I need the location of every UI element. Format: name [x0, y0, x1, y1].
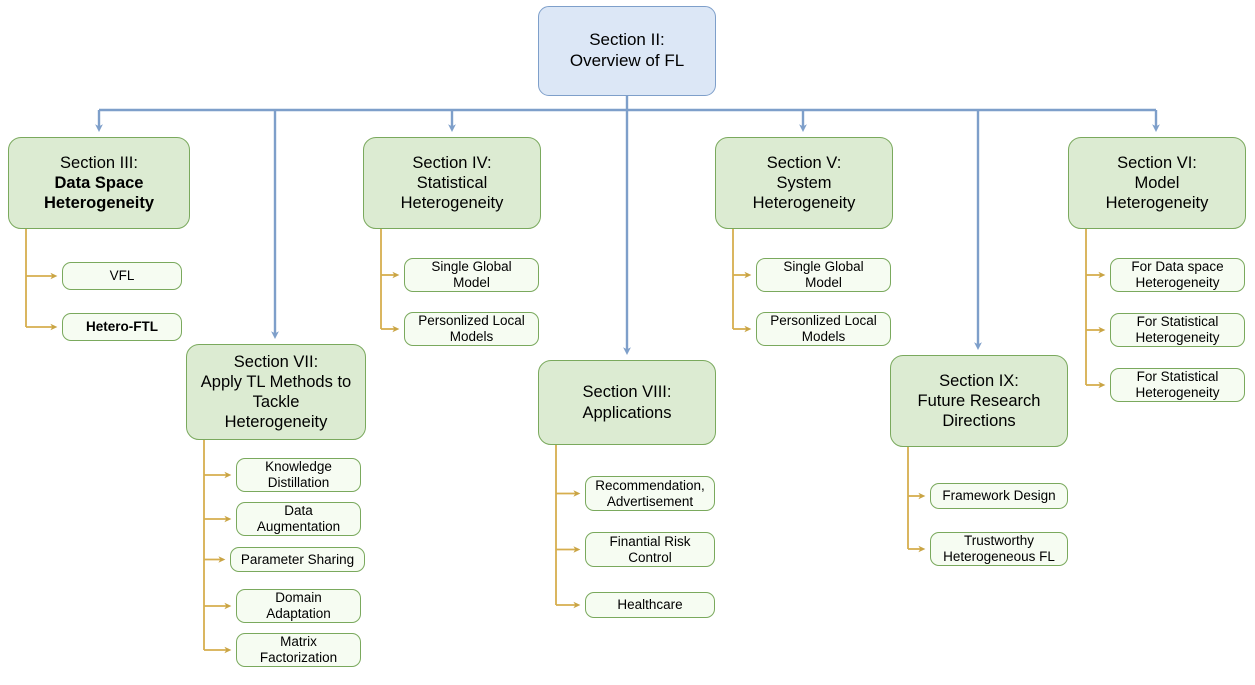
section-node-label: Section VIII: Applications [582, 383, 672, 422]
root-node-overview-of-fl[interactable]: Section II: Overview of FL [538, 6, 716, 96]
section-node-label: Section IX: Future Research Directions [917, 371, 1041, 431]
leaf-section-vii-4[interactable]: Domain Adaptation [236, 589, 361, 623]
root-node-label: Section II: Overview of FL [569, 30, 685, 70]
leaf-section-vi-1[interactable]: For Data space Heterogeneity [1110, 258, 1245, 292]
node-section-vi[interactable]: Section VI: Model Heterogeneity [1068, 137, 1246, 229]
leaf-node-label: Healthcare [617, 597, 683, 613]
leaf-node-label: Domain Adaptation [266, 590, 331, 621]
leaf-node-label: Trustworthy Heterogeneous FL [943, 533, 1055, 564]
section-node-label: Section IV: Statistical Heterogeneity [400, 153, 504, 213]
leaf-section-v-2[interactable]: Personlized Local Models [756, 312, 891, 346]
leaf-section-iii-2[interactable]: Hetero-FTL [62, 313, 182, 341]
leaf-node-label: For Statistical Heterogeneity [1135, 369, 1220, 400]
node-section-v[interactable]: Section V: System Heterogeneity [715, 137, 893, 229]
leaf-node-label: VFL [109, 268, 135, 284]
leaf-section-viii-2[interactable]: Finantial Risk Control [585, 532, 715, 567]
leaf-node-label: Recommendation, Advertisement [595, 477, 705, 509]
leaf-section-ix-1[interactable]: Framework Design [930, 483, 1068, 509]
leaf-section-vii-3[interactable]: Parameter Sharing [230, 547, 365, 572]
leaf-section-iv-2[interactable]: Personlized Local Models [404, 312, 539, 346]
leaf-section-vi-2[interactable]: For Statistical Heterogeneity [1110, 313, 1245, 347]
node-section-viii[interactable]: Section VIII: Applications [538, 360, 716, 445]
section-node-label: Section III: Data Space Heterogeneity [43, 153, 155, 213]
leaf-node-label: Parameter Sharing [240, 551, 355, 567]
leaf-node-label: Personlized Local Models [770, 313, 877, 344]
leaf-node-label: Hetero-FTL [86, 319, 158, 335]
leaf-section-ix-2[interactable]: Trustworthy Heterogeneous FL [930, 532, 1068, 566]
leaf-node-label: Single Global Model [431, 259, 512, 290]
leaf-section-vii-2[interactable]: Data Augmentation [236, 502, 361, 536]
section-node-label: Section V: System Heterogeneity [752, 153, 856, 213]
section-node-label: Section VII: Apply TL Methods to Tackle … [200, 352, 352, 432]
node-section-iv[interactable]: Section IV: Statistical Heterogeneity [363, 137, 541, 229]
leaf-node-label: Finantial Risk Control [609, 533, 691, 565]
leaf-section-vii-1[interactable]: Knowledge Distillation [236, 458, 361, 492]
leaf-section-vi-3[interactable]: For Statistical Heterogeneity [1110, 368, 1245, 402]
leaf-node-label: Knowledge Distillation [265, 459, 332, 490]
section-node-label: Section VI: Model Heterogeneity [1105, 153, 1209, 213]
node-section-iii[interactable]: Section III: Data Space Heterogeneity [8, 137, 190, 229]
leaf-node-label: Framework Design [942, 488, 1056, 504]
leaf-node-label: Data Augmentation [256, 503, 341, 534]
leaf-section-viii-1[interactable]: Recommendation, Advertisement [585, 476, 715, 511]
leaf-section-iv-1[interactable]: Single Global Model [404, 258, 539, 292]
node-section-ix[interactable]: Section IX: Future Research Directions [890, 355, 1068, 447]
leaf-node-label: For Statistical Heterogeneity [1135, 314, 1220, 345]
leaf-node-label: Single Global Model [783, 259, 864, 290]
leaf-section-v-1[interactable]: Single Global Model [756, 258, 891, 292]
leaf-node-label: Personlized Local Models [418, 313, 525, 344]
leaf-node-label: For Data space Heterogeneity [1131, 259, 1224, 290]
node-section-vii[interactable]: Section VII: Apply TL Methods to Tackle … [186, 344, 366, 440]
leaf-section-iii-1[interactable]: VFL [62, 262, 182, 290]
leaf-section-vii-5[interactable]: Matrix Factorization [236, 633, 361, 667]
leaf-section-viii-3[interactable]: Healthcare [585, 592, 715, 618]
leaf-node-label: Matrix Factorization [259, 634, 338, 665]
